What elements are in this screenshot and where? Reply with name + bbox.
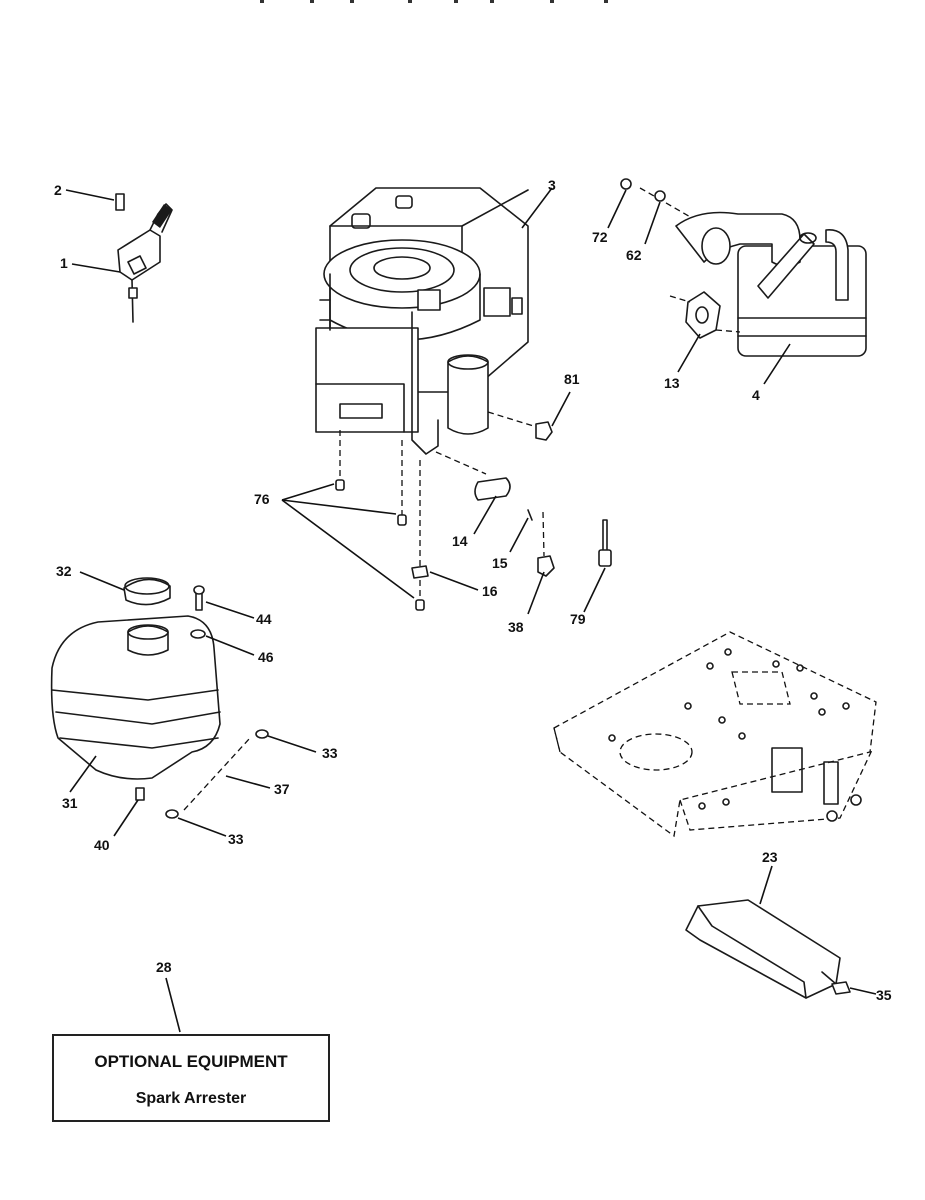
optional-equipment-box: OPTIONAL EQUIPMENT Spark Arrester	[52, 1034, 330, 1122]
leader-28	[165, 977, 181, 1033]
optional-equipment-item: Spark Arrester	[135, 1090, 247, 1107]
callout-3: 3	[548, 177, 556, 193]
cropped-header-marks	[258, 0, 618, 4]
callout-33-lower: 33	[228, 831, 244, 847]
callout-28: 28	[156, 959, 172, 975]
callout-4: 4	[752, 387, 760, 403]
callout-16: 16	[482, 583, 498, 599]
engine	[315, 187, 553, 455]
engine-hardware	[435, 391, 612, 615]
heat-shield	[685, 865, 877, 999]
callout-79: 79	[570, 611, 586, 627]
callout-40: 40	[94, 837, 110, 853]
callout-35: 35	[876, 987, 892, 1003]
callout-1: 1	[60, 255, 68, 271]
fuel-tank	[50, 571, 317, 837]
callout-32: 32	[56, 563, 72, 579]
callout-72: 72	[592, 229, 608, 245]
mounting-bolts	[281, 430, 479, 611]
callout-76: 76	[254, 491, 270, 507]
callout-23: 23	[762, 849, 778, 865]
muffler-assembly	[607, 178, 867, 385]
callout-2: 2	[54, 182, 62, 198]
callout-37: 37	[274, 781, 290, 797]
callout-44: 44	[256, 611, 272, 627]
callout-46: 46	[258, 649, 274, 665]
callout-62: 62	[626, 247, 642, 263]
callout-31: 31	[62, 795, 78, 811]
callout-13: 13	[664, 375, 680, 391]
optional-equipment-title: OPTIONAL EQUIPMENT	[94, 1052, 288, 1071]
callout-81: 81	[564, 371, 580, 387]
frame-plate	[553, 631, 877, 838]
callout-38: 38	[508, 619, 524, 635]
callout-33-upper: 33	[322, 745, 338, 761]
callout-14: 14	[452, 533, 468, 549]
callout-15: 15	[492, 555, 508, 571]
throttle-control	[65, 189, 173, 323]
